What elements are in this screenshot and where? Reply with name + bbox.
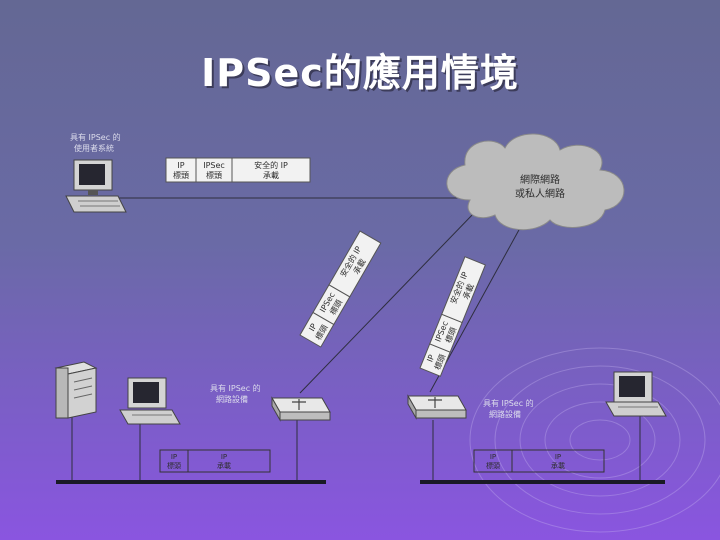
top-user-label-line1: 具有 IPSec 的 [70, 132, 121, 142]
decorative-swirl [469, 347, 720, 533]
cloud-label-line2: 或私人網路 [515, 187, 565, 200]
left-lan-packet-payload2: 承載 [217, 461, 231, 470]
left-lan-packet: IP 標頭 IP 承載 [159, 449, 271, 473]
left-device-label-line2: 網路設備 [216, 394, 248, 404]
left-lan-packet-payload: IP [221, 453, 227, 461]
right-device-label-line1: 具有 IPSec 的 [483, 398, 534, 408]
right-lan-packet-payload: IP [555, 453, 561, 461]
right-lan-computer-icon [605, 371, 667, 417]
top-user-computer-icon [65, 159, 127, 213]
left-lan-computer-icon [119, 377, 181, 425]
right-diagonal-packet: IP 標頭 IPSec 標頭 安全的 IP 承載 [419, 256, 487, 377]
right-lan-packet: IP 標頭 IP 承載 [473, 449, 605, 473]
left-lan-packet-ip: IP [171, 453, 177, 461]
right-device-label-line2: 網路設備 [489, 409, 521, 419]
left-device-label: 具有 IPSec 的 網路設備 [210, 383, 261, 404]
left-router-icon [271, 396, 331, 422]
top-user-label: 具有 IPSec 的 使用者系統 [70, 132, 121, 153]
page-title: IPSec的應用情境 [201, 51, 519, 95]
left-device-label-line1: 具有 IPSec 的 [210, 383, 261, 393]
left-diag-ip: IP [307, 322, 318, 333]
right-lan-packet-payload2: 承載 [551, 461, 565, 470]
top-packet: IP 標頭 IPSec 標頭 安全的 IP 承載 [165, 157, 311, 183]
top-packet-ipsec2: 標頭 [206, 170, 222, 180]
left-diagonal-packet: IP 標頭 IPSec 標頭 安全的 IP 承載 [299, 230, 382, 348]
link-left-router-cloud [299, 211, 476, 394]
server-icon [54, 361, 98, 419]
top-packet-ipsec: IPSec [203, 161, 225, 170]
top-packet-ip2: 標頭 [173, 170, 189, 180]
cloud-label-line1: 網際網路 [520, 173, 560, 186]
top-packet-payload2: 承載 [263, 170, 279, 180]
internet-cloud: 網際網路 或私人網路 [446, 133, 625, 231]
right-lan-packet-ip: IP [490, 453, 496, 461]
top-packet-payload: 安全的 IP [254, 160, 288, 170]
left-lan-packet-ip2: 標頭 [167, 461, 181, 470]
right-lan-bar [420, 480, 665, 484]
left-lan-bar [56, 480, 326, 484]
right-router-icon [407, 394, 467, 420]
top-packet-ip: IP [177, 161, 184, 170]
right-diag-ip: IP [425, 353, 436, 363]
top-user-label-line2: 使用者系統 [74, 143, 114, 153]
right-lan-packet-ip2: 標頭 [486, 461, 500, 470]
right-device-label: 具有 IPSec 的 網路設備 [483, 398, 534, 419]
